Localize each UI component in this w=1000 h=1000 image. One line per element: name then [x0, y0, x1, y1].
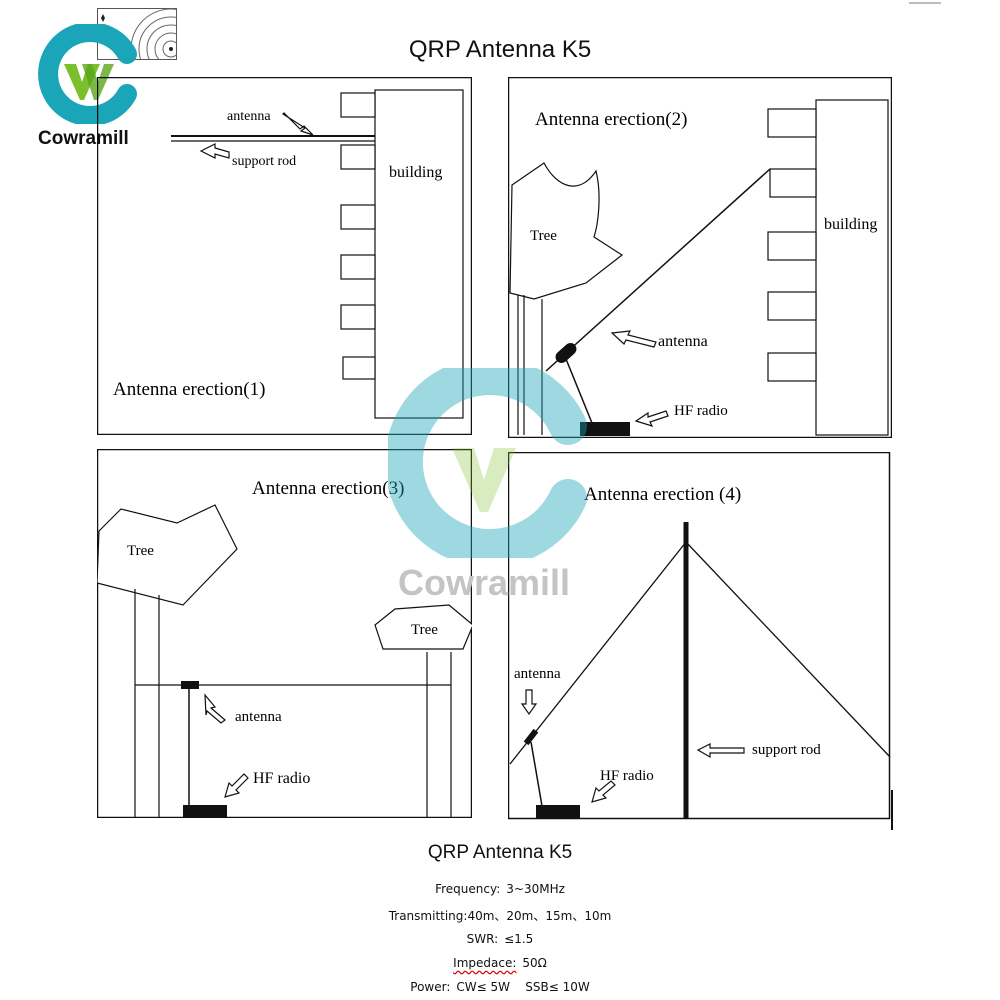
- window: [342, 356, 376, 380]
- spec-row-power: Power: CW≤ 5W SSB≤ 10W: [0, 980, 1000, 994]
- antenna-line: [509, 541, 687, 765]
- spec-label: Transmitting:: [388, 909, 468, 923]
- building-shape: [815, 99, 889, 436]
- label-support-rod: support rod: [232, 154, 296, 169]
- hf-radio-shape: [183, 805, 227, 817]
- hf-radio-shape: [580, 422, 630, 436]
- arrow-icon: [204, 693, 226, 724]
- window: [340, 304, 376, 330]
- panel-erection-3: Antenna erection(3) Tree Tree antenna HF…: [97, 449, 472, 818]
- watermark-text: Cowramill: [398, 562, 571, 603]
- page-title: QRP Antenna K5: [408, 36, 592, 63]
- label-hf-radio: HF radio: [674, 403, 728, 419]
- panel-erection-2: Antenna erection(2) Tree building antenn…: [508, 77, 892, 438]
- spec-value: 40m、20m、15m、10m: [467, 909, 612, 923]
- spec-value: 50Ω: [522, 956, 547, 970]
- window: [767, 231, 817, 261]
- spec-row-transmitting: Transmitting:40m、20m、15m、10m: [0, 907, 1000, 924]
- window: [340, 144, 376, 170]
- label-tree-right: Tree: [411, 622, 438, 638]
- arrow-icon: [696, 743, 745, 759]
- tree-shape: [374, 604, 472, 650]
- spec-value: CW≤ 5W SSB≤ 10W: [456, 980, 590, 994]
- panel-caption: Antenna erection(1): [113, 379, 265, 400]
- hf-radio-shape: [536, 805, 580, 819]
- building-shape: [374, 89, 464, 419]
- antenna-line: [545, 168, 771, 372]
- tree-shape: [509, 162, 624, 300]
- spec-label: SWR:: [466, 932, 499, 946]
- balun: [523, 728, 539, 746]
- window: [340, 92, 376, 118]
- spec-row-impedance: Impedace: 50Ω: [0, 956, 1000, 970]
- panel-caption: Antenna erection(3): [252, 478, 404, 499]
- window: [769, 168, 817, 198]
- label-support-rod: support rod: [752, 742, 821, 758]
- balun: [555, 342, 577, 364]
- antenna-line: [685, 541, 891, 758]
- spec-row-swr: SWR: ≤1.5: [0, 932, 1000, 946]
- arrow-icon: [591, 780, 616, 803]
- label-building: building: [389, 164, 442, 181]
- arrow-icon: [224, 773, 249, 798]
- brand-name: Cowramill: [38, 128, 129, 149]
- watermark-logo-icon: [388, 368, 587, 558]
- panel-caption: Antenna erection(2): [535, 109, 687, 130]
- corner-mark: [909, 2, 941, 4]
- panel-erection-1: antenna support rod building Antenna ere…: [97, 77, 472, 435]
- specs-title: QRP Antenna K5: [427, 842, 573, 863]
- panel-erection-4: Antenna erection (4) antenna support rod…: [508, 452, 893, 830]
- spec-value: ≤1.5: [504, 932, 534, 946]
- arrow-icon: [199, 143, 230, 159]
- window: [767, 108, 817, 138]
- arrow-icon: [520, 689, 538, 716]
- spec-value: 3~30MHz: [506, 882, 565, 896]
- label-tree-left: Tree: [127, 543, 154, 559]
- arrow-icon: [282, 112, 314, 136]
- window: [340, 254, 376, 280]
- label-tree: Tree: [530, 228, 557, 244]
- label-building: building: [824, 216, 877, 233]
- label-hf-radio: HF radio: [600, 768, 654, 784]
- spec-label: Impedace:: [453, 956, 517, 970]
- arrow-icon: [634, 410, 669, 427]
- window: [767, 352, 817, 382]
- label-antenna: antenna: [235, 709, 282, 725]
- window: [767, 291, 817, 321]
- spec-row-frequency: Frequency: 3~30MHz: [0, 882, 1000, 896]
- balun: [181, 681, 199, 689]
- label-antenna: antenna: [514, 666, 561, 682]
- panel-caption: Antenna erection (4): [584, 484, 741, 505]
- spec-label: Frequency:: [435, 882, 501, 896]
- label-antenna: antenna: [658, 333, 708, 350]
- label-hf-radio: HF radio: [253, 770, 310, 787]
- label-antenna: antenna: [227, 109, 271, 124]
- window: [340, 204, 376, 230]
- arrow-icon: [610, 330, 657, 348]
- spec-label: Power:: [410, 980, 451, 994]
- tree-shape: [97, 504, 238, 606]
